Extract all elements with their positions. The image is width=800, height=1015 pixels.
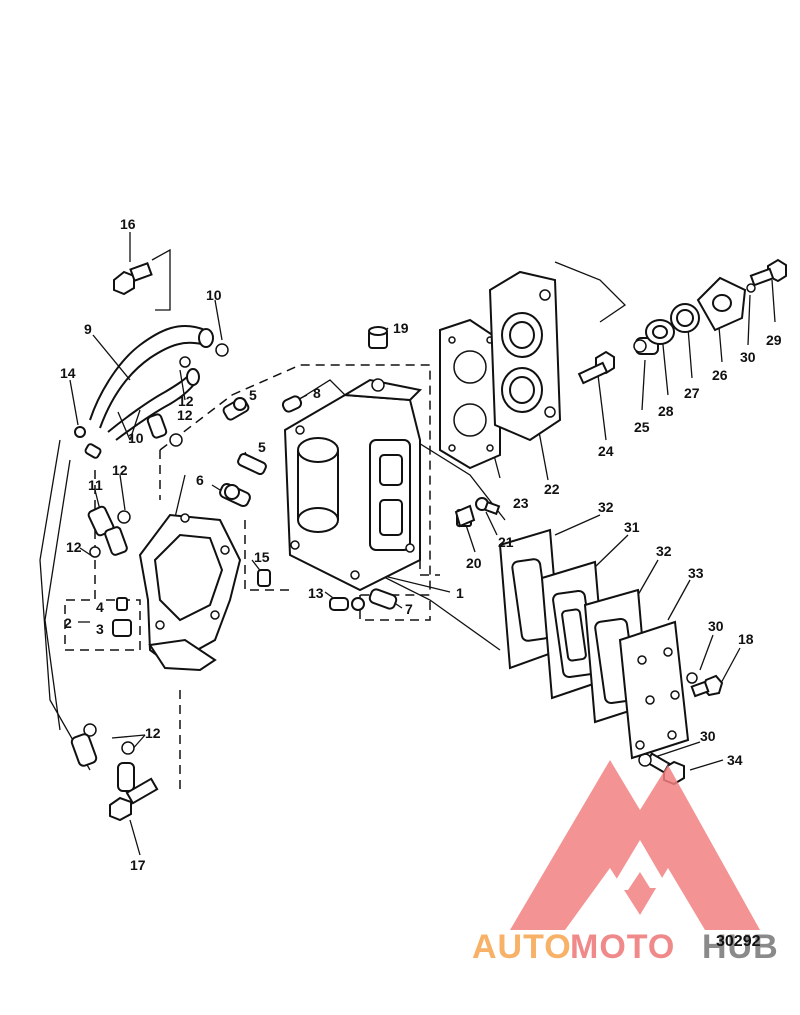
callout: 32 (598, 499, 614, 515)
callout: 23 (513, 495, 529, 511)
callout: 12 (145, 725, 161, 741)
callout: 6 (196, 472, 204, 488)
head-gasket-23 (439, 318, 501, 470)
callout: 10 (206, 287, 222, 303)
bolt-16 (113, 262, 153, 296)
thermostat-assembly (633, 276, 747, 355)
bolt-17 (109, 777, 159, 822)
bolt-14 (74, 426, 102, 459)
callout: 33 (688, 565, 704, 581)
callout: 25 (634, 419, 650, 435)
dashed-assembly-outlines (64, 364, 440, 790)
exhaust-cover-33 (618, 620, 690, 760)
callout: 13 (308, 585, 324, 601)
fittings-5-6-8-19 (112, 283, 756, 767)
callout-labels: 1 2 3 4 5 5 6 7 8 9 10 10 11 12 12 12 12… (60, 216, 782, 873)
callout: 30 (708, 618, 724, 634)
water-hose-9 (89, 325, 214, 441)
callout: 12 (177, 407, 193, 423)
callout: 15 (254, 549, 270, 565)
callout: 16 (120, 216, 136, 232)
callout: 10 (128, 430, 144, 446)
figure-number: 30292 (716, 933, 761, 950)
callout: 31 (624, 519, 640, 535)
callout: 30 (740, 349, 756, 365)
anode-20 (454, 504, 476, 528)
callout: 24 (598, 443, 614, 459)
callout: 18 (738, 631, 754, 647)
callout: 32 (656, 543, 672, 559)
bolt-29 (749, 258, 787, 287)
callout: 1 (456, 585, 464, 601)
callout: 34 (727, 752, 743, 768)
callout: 26 (712, 367, 728, 383)
callout: 28 (658, 403, 674, 419)
bolt-21 (475, 497, 501, 516)
callout: 14 (60, 365, 76, 381)
watermark-hub: HUB (702, 928, 779, 966)
callout: 9 (84, 321, 92, 337)
cylinder-head-22 (488, 270, 562, 442)
watermark-moto: MOTO (570, 928, 675, 966)
callout: 11 (88, 477, 103, 493)
hose-clamps-12 (83, 343, 229, 755)
callout: 29 (766, 332, 782, 348)
callout: 19 (393, 320, 409, 336)
callout: 12 (66, 539, 82, 555)
bolt-24 (577, 350, 615, 385)
bypass-cover-assembly (138, 513, 242, 672)
callout: 21 (498, 534, 514, 550)
cylinder-block-1 (283, 378, 423, 592)
callout: 27 (684, 385, 700, 401)
callout: 3 (96, 621, 104, 637)
callout: 7 (405, 601, 413, 617)
callout: 12 (112, 462, 128, 478)
callout: 5 (258, 439, 266, 455)
callout: 12 (178, 393, 194, 409)
callout: 4 (96, 599, 104, 615)
callout: 20 (466, 555, 482, 571)
watermark-auto: AUTO (472, 928, 572, 966)
callout: 8 (313, 385, 321, 401)
callout: 30 (700, 728, 716, 744)
callout: 5 (249, 387, 257, 403)
callout: 17 (130, 857, 146, 873)
automotohub-logo-icon (510, 760, 760, 930)
callout: 22 (544, 481, 560, 497)
hose-connectors (70, 413, 168, 792)
callout: 2 (64, 615, 72, 631)
bolt-18 (690, 674, 724, 698)
